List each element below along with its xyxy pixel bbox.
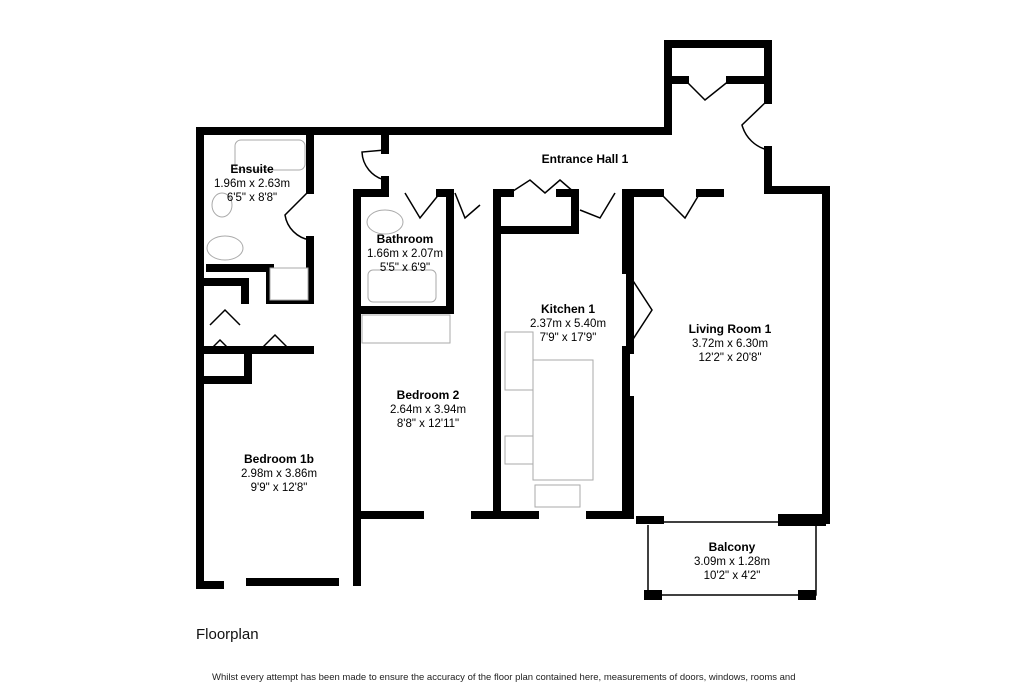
walls: [196, 40, 830, 589]
room-name: Bedroom 2: [397, 388, 460, 402]
room-label-ensuite: Ensuite 1.96m x 2.63m 6'5" x 8'8": [214, 162, 290, 204]
room-name: Ensuite: [230, 162, 274, 176]
disclaimer-text: Whilst every attempt has been made to en…: [212, 672, 796, 683]
room-label-bedroom-2: Bedroom 2 2.64m x 3.94m 8'8" x 12'11": [390, 388, 466, 430]
room-imperial: 8'8" x 12'11": [397, 418, 459, 430]
room-label-kitchen: Kitchen 1 2.37m x 5.40m 7'9" x 17'9": [530, 302, 606, 344]
room-imperial: 9'9" x 12'8": [251, 482, 308, 494]
floorplan-caption: Floorplan: [196, 626, 259, 643]
room-name: Bathroom: [377, 232, 434, 246]
room-metric: 3.72m x 6.30m: [692, 338, 768, 350]
room-metric: 1.66m x 2.07m: [367, 248, 443, 260]
room-name: Living Room 1: [689, 322, 772, 336]
room-label-bedroom-1b: Bedroom 1b 2.98m x 3.86m 9'9" x 12'8": [241, 452, 317, 494]
room-name-entrance-hall: Entrance Hall 1: [542, 152, 629, 166]
room-metric: 2.98m x 3.86m: [241, 468, 317, 480]
room-metric: 1.96m x 2.63m: [214, 178, 290, 190]
balcony-outline: [644, 514, 826, 600]
room-metric: 2.37m x 5.40m: [530, 318, 606, 330]
room-name: Bedroom 1b: [244, 452, 314, 466]
fixtures: [206, 139, 594, 508]
room-label-balcony: Balcony 3.09m x 1.28m 10'2" x 4'2": [694, 540, 770, 582]
room-label-bathroom: Bathroom 1.66m x 2.07m 5'5" x 6'9": [367, 232, 443, 274]
room-metric: 2.64m x 3.94m: [390, 404, 466, 416]
room-metric: 3.09m x 1.28m: [694, 556, 770, 568]
room-imperial: 12'2" x 20'8": [698, 352, 761, 364]
room-imperial: 7'9" x 17'9": [540, 332, 597, 344]
room-name: Balcony: [709, 540, 756, 554]
doors: [209, 79, 769, 351]
room-label-living-room: Living Room 1 3.72m x 6.30m 12'2" x 20'8…: [689, 322, 772, 364]
room-imperial: 5'5" x 6'9": [380, 262, 430, 274]
room-imperial: 6'5" x 8'8": [227, 192, 277, 204]
room-imperial: 10'2" x 4'2": [704, 570, 761, 582]
room-name: Kitchen 1: [541, 302, 595, 316]
